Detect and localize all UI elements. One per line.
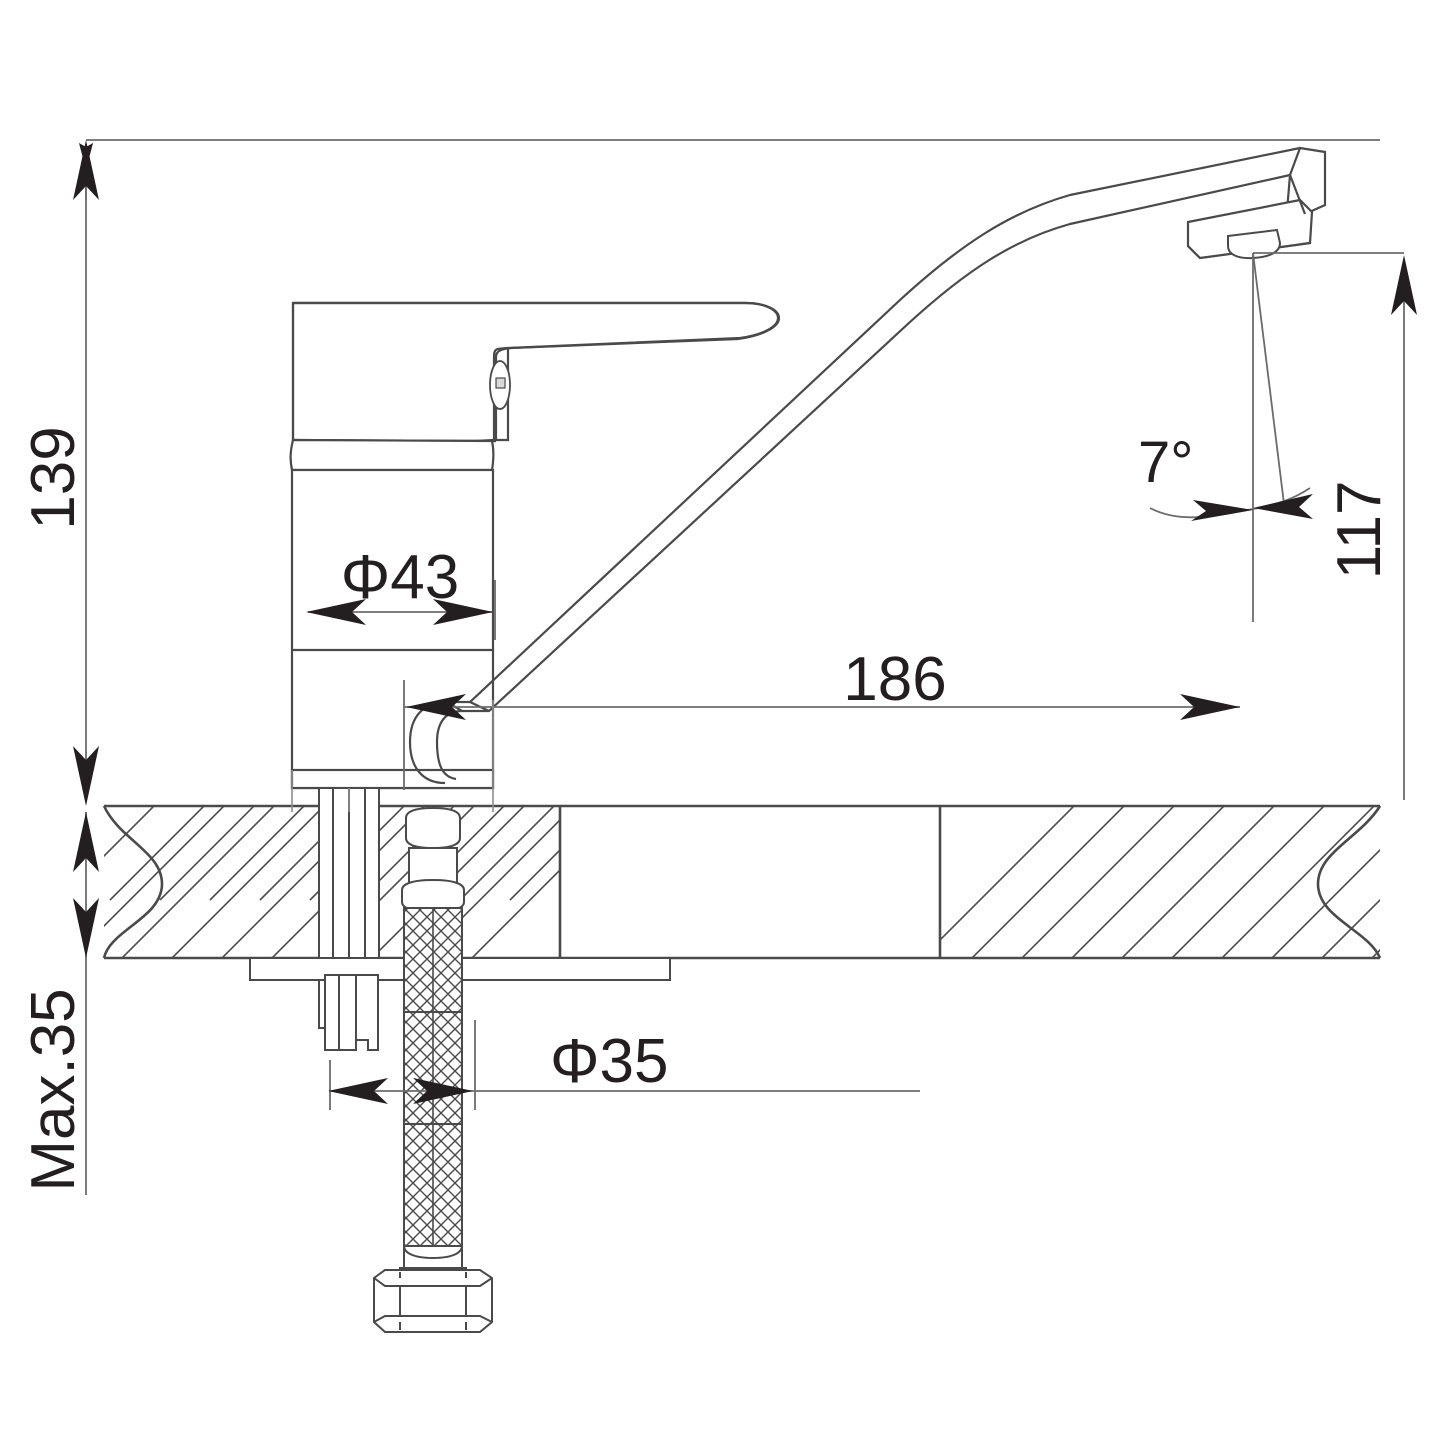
dimension-max35-arrows: [73, 812, 99, 958]
hose-braid-segment: [403, 1123, 463, 1247]
stud-nut: [324, 974, 379, 1051]
dimension-139-label: 139: [19, 426, 88, 529]
hose-braid-segment: [403, 1011, 463, 1125]
dimension-139-arrows: [73, 140, 99, 806]
hatch-right: [940, 806, 1380, 958]
dimension-7deg-label: 7°: [1138, 430, 1193, 495]
dimension-186: [403, 680, 1240, 790]
dimension-186-arrows: [406, 694, 1240, 720]
dimension-117-label: 117: [1325, 481, 1394, 580]
dimension-phi35-arrows: [328, 1078, 473, 1104]
faucet-body: [290, 468, 495, 790]
hose-coupling-upper: [401, 806, 465, 914]
dimension-max35-label: Max.35: [19, 988, 88, 1191]
dimension-7deg-arrows: [1191, 494, 1313, 521]
hose-end-nut: [373, 1245, 493, 1333]
hose-braid-segment: [403, 907, 463, 1013]
dimension-186-label: 186: [843, 645, 946, 714]
projection-lines: [291, 700, 494, 812]
dimension-117: [1253, 252, 1405, 800]
lever-handle: [291, 301, 780, 449]
dimension-phi43-label: Φ43: [341, 543, 459, 612]
dimension-phi35-label: Φ35: [550, 1027, 668, 1096]
handle-shoulder: [289, 438, 495, 472]
handle-cap-detail: [489, 360, 511, 410]
dimension-117-arrows: [1391, 255, 1417, 315]
dimension-phi43-arrows: [306, 599, 493, 625]
